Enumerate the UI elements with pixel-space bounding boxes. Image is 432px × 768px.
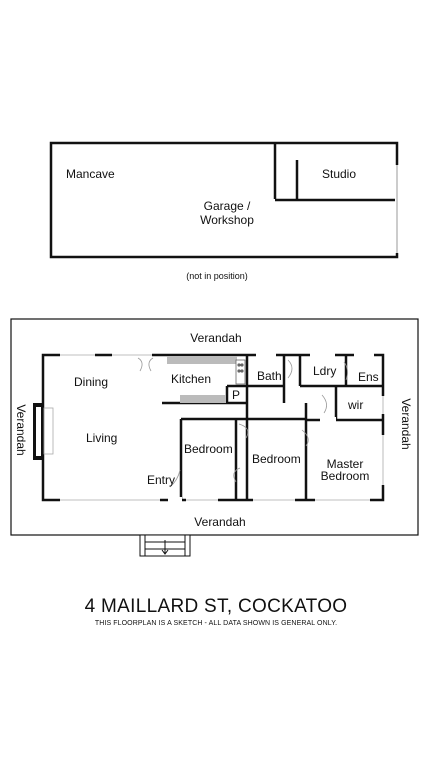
address-title: 4 MAILLARD ST, COCKATOO (84, 596, 348, 617)
kitchen-label: Kitchen (171, 372, 211, 386)
garage-label-line1: Garage / (204, 199, 251, 213)
master-bedroom-label-line2: Bedroom (321, 469, 370, 483)
steps (139, 534, 191, 557)
cooktop-icon (235, 359, 246, 385)
door-swings (137, 357, 348, 488)
wir-label: wir (347, 398, 363, 412)
outbuilding (49, 141, 399, 259)
pantry-label: P (232, 388, 240, 402)
bedroom-1-label: Bedroom (184, 442, 233, 456)
fireplace-icon (33, 403, 54, 460)
garage-label-line2: Workshop (200, 213, 254, 227)
dining-label: Dining (74, 375, 108, 389)
verandah-right-label: Verandah (399, 398, 413, 449)
bath-label: Bath (257, 369, 282, 383)
verandah-top-label: Verandah (190, 331, 241, 345)
not-in-position-note: (not in position) (186, 271, 248, 281)
master-bedroom-label-line1: Master (327, 457, 364, 471)
window-lines (60, 354, 384, 501)
bedroom-2-label: Bedroom (252, 452, 301, 466)
studio-label: Studio (322, 167, 356, 181)
entry-label: Entry (147, 473, 175, 487)
living-label: Living (86, 431, 117, 445)
mancave-label: Mancave (66, 167, 115, 181)
verandah-bottom-label: Verandah (194, 515, 245, 529)
disclaimer-text: THIS FLOORPLAN IS A SKETCH - ALL DATA SH… (94, 620, 338, 627)
step-arrowhead (161, 549, 169, 555)
laundry-label: Ldry (313, 364, 336, 378)
ensuite-label: Ens (358, 370, 379, 384)
kitchen-benches (167, 356, 246, 403)
verandah-left-label: Verandah (14, 404, 28, 455)
verandah-outline (10, 318, 419, 536)
